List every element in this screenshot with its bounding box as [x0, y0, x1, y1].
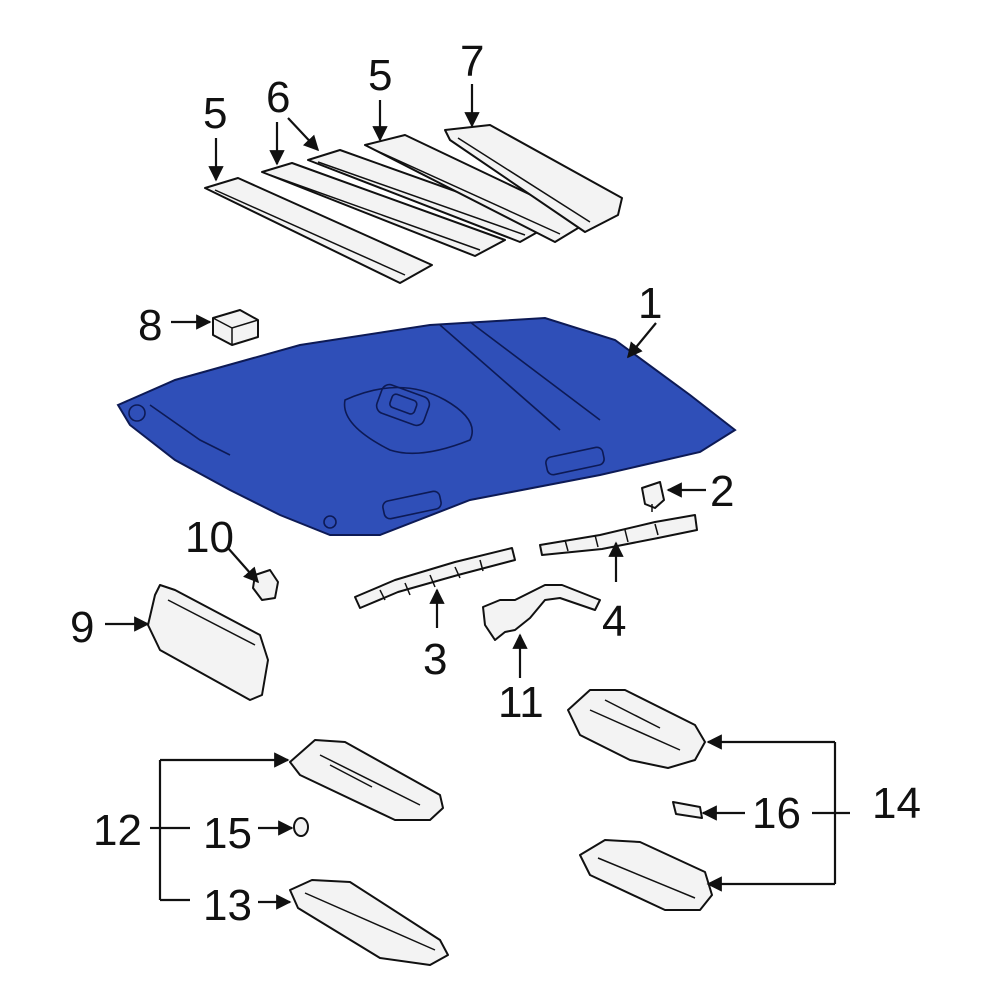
map-lamp-lens[interactable] [289, 879, 449, 966]
callout-12: 12 [93, 806, 142, 855]
trim-strip-left[interactable] [354, 547, 516, 609]
dome-lamp-housing[interactable] [567, 689, 706, 769]
assist-grip[interactable] [482, 584, 601, 641]
callout-6: 6 [266, 73, 290, 122]
sun-visor[interactable] [147, 584, 269, 701]
callout-15: 15 [203, 809, 252, 858]
callout-14: 14 [872, 779, 921, 828]
callout-7: 7 [460, 37, 484, 86]
callout-11: 11 [498, 678, 544, 727]
bulb-festoon[interactable] [672, 801, 703, 819]
callout-10: 10 [185, 513, 234, 562]
insulator-pad-left[interactable] [204, 177, 433, 284]
leader-lines [105, 84, 850, 910]
callout-2: 2 [710, 467, 734, 516]
retainer-clip[interactable] [641, 481, 665, 512]
dome-lamp-lens[interactable] [579, 839, 713, 911]
callout-13: 13 [203, 881, 252, 930]
insulator-pad-strip[interactable] [261, 162, 506, 257]
callout-3: 3 [423, 635, 447, 684]
callout-9: 9 [70, 603, 94, 652]
callout-8: 8 [138, 301, 162, 350]
spacer-block[interactable] [212, 309, 259, 346]
callout-5-right: 5 [368, 51, 392, 100]
callout-4: 4 [602, 597, 626, 646]
headliner-panel[interactable] [116, 316, 737, 536]
bulb-small[interactable] [293, 817, 309, 837]
visor-clip[interactable] [252, 569, 279, 601]
insulator-pad-rear[interactable] [444, 124, 623, 233]
trim-strip-right[interactable] [539, 514, 698, 556]
callout-16: 16 [752, 789, 801, 838]
map-lamp-assembly[interactable] [289, 739, 444, 821]
callout-1: 1 [638, 279, 662, 328]
callout-labels: 1 2 3 4 5 5 6 7 8 9 10 11 12 13 14 15 16 [70, 37, 921, 930]
callout-5-left: 5 [203, 89, 227, 138]
